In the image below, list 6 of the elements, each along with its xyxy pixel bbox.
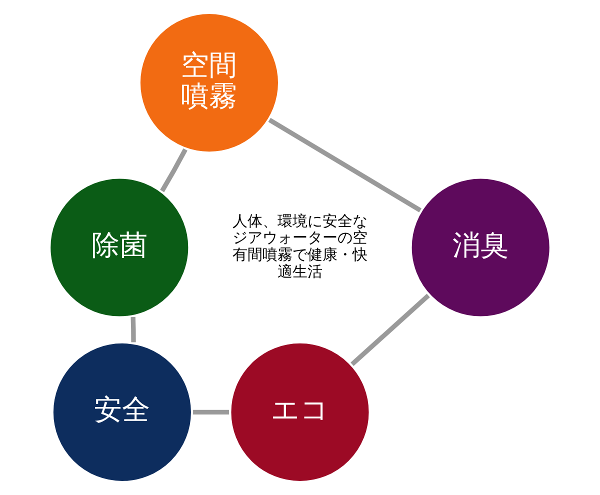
connector	[268, 118, 422, 212]
connector	[350, 294, 430, 366]
label: 人体、環境に安全なジアウォーターの空有間噴霧で健康・快適生活	[232, 212, 368, 280]
connector	[160, 148, 188, 192]
connector	[193, 410, 229, 415]
connector	[130, 316, 136, 342]
